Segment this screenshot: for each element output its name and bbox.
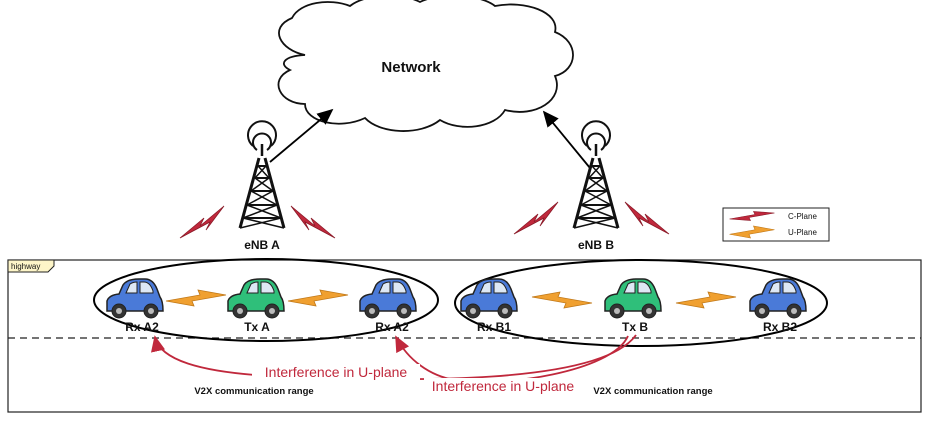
car-label: Rx B1	[477, 320, 511, 334]
u-plane-link-icon	[287, 289, 349, 307]
tower-icon-a	[238, 119, 286, 230]
interference-label-bg	[424, 378, 584, 395]
tower-icon-b	[572, 119, 620, 230]
uplink-arrow-a	[269, 108, 334, 163]
c-plane-bolt-icon	[290, 205, 336, 239]
network-cloud	[277, 0, 574, 132]
legend-u-plane-icon	[729, 225, 775, 239]
car-label: Rx A2	[125, 320, 159, 334]
highway-tag-label: highway	[11, 262, 40, 271]
car-icon-rx-b2	[749, 278, 807, 319]
legend-c-plane-icon	[729, 211, 775, 221]
range-label-a: V2X communication range	[194, 386, 313, 397]
car-label: Rx A2	[375, 320, 409, 334]
u-plane-link-icon	[531, 291, 593, 309]
interference-label-2: Interference in U-plane	[432, 378, 575, 394]
interference-label-1: Interference in U-plane	[265, 364, 408, 380]
car-icon-tx-b	[604, 278, 662, 319]
network-label: Network	[381, 59, 441, 76]
car-label: Tx B	[622, 320, 648, 334]
car-icon-rx-b1	[460, 278, 518, 319]
uplink-arrow-b	[542, 110, 591, 169]
car-label: Tx A	[244, 320, 270, 334]
c-plane-bolt-icon	[513, 201, 559, 235]
enb-a-label: eNB A	[244, 238, 280, 252]
range-ellipse-a	[93, 258, 439, 342]
range-ellipse-b	[454, 259, 828, 347]
range-label-b: V2X communication range	[593, 386, 712, 397]
car-icon-rx-a2-left	[106, 278, 164, 319]
c-plane-bolt-icon	[624, 201, 670, 235]
legend-u-plane-label: U-Plane	[788, 228, 817, 237]
car-label: Rx B2	[763, 320, 797, 334]
highway-box	[7, 259, 922, 413]
legend-c-plane-label: C-Plane	[788, 212, 817, 221]
interference-label-bg	[252, 364, 420, 381]
car-icon-rx-a2-right	[359, 278, 417, 319]
car-icon-tx-a	[227, 278, 285, 319]
u-plane-link-icon	[165, 289, 227, 307]
u-plane-link-icon	[675, 291, 737, 309]
enb-b-label: eNB B	[578, 238, 614, 252]
highway-tag	[7, 259, 55, 273]
c-plane-bolt-icon	[179, 205, 225, 239]
